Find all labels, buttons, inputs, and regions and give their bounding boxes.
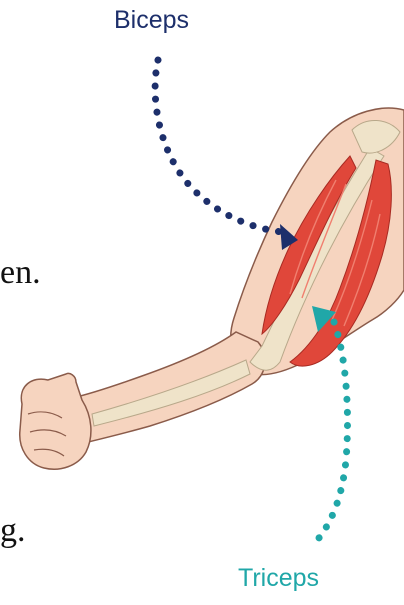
clipped-text-line-1: en. — [0, 256, 41, 290]
clipped-text-line-2: g. — [0, 514, 26, 548]
biceps-leader-line — [155, 60, 282, 232]
biceps-label: Biceps — [114, 8, 189, 33]
triceps-label: Triceps — [238, 566, 319, 591]
fist — [20, 373, 91, 469]
forearm-skin — [72, 332, 265, 446]
